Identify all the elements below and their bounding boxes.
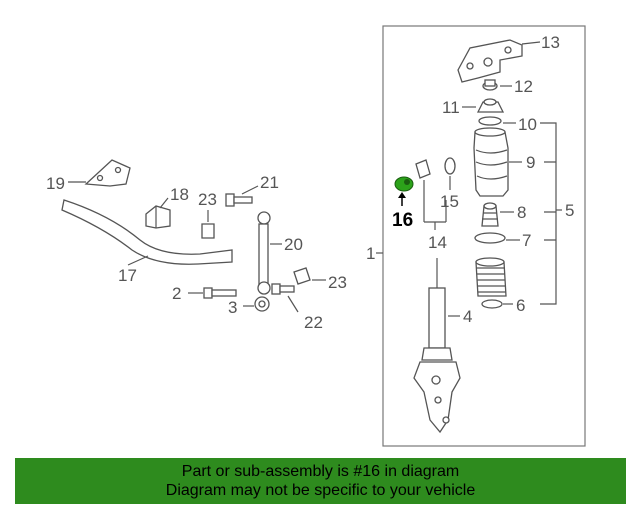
callout-19: 19: [46, 174, 65, 193]
bearing-part[interactable]: 11: [442, 98, 505, 117]
callout-15: 15: [440, 192, 459, 211]
callout-12: 12: [514, 77, 533, 96]
bracket-line-5: 5: [540, 122, 574, 305]
callout-17: 17: [118, 266, 137, 285]
bolt-part-21[interactable]: 21: [225, 173, 279, 207]
washer-part-15[interactable]: 15: [440, 157, 459, 211]
ring-part-6[interactable]: 6: [481, 296, 525, 315]
callout-1: 1: [366, 244, 375, 263]
callout-8: 8: [517, 203, 526, 222]
upper-mount-part[interactable]: 13: [457, 33, 560, 83]
nut-part-23-lower[interactable]: 23: [293, 267, 347, 292]
callout-5: 5: [565, 201, 574, 220]
banner-line-1: Part or sub-assembly is #16 in diagram: [181, 463, 460, 480]
nut-part-12[interactable]: 12: [482, 77, 533, 96]
callout-16: 16: [392, 210, 413, 231]
stabilizer-link-part[interactable]: 20: [257, 211, 303, 295]
callout-23-lower: 23: [328, 273, 347, 292]
callout-14: 14: [428, 233, 447, 252]
washer-part-3[interactable]: 3: [228, 296, 270, 317]
callout-10: 10: [518, 115, 537, 134]
nut-part-23-upper[interactable]: 23: [198, 190, 217, 239]
info-banner: Part or sub-assembly is #16 in diagram D…: [15, 458, 626, 504]
ring-part-10[interactable]: 10: [478, 115, 537, 134]
strut-part[interactable]: 4: [413, 258, 472, 434]
air-spring-part[interactable]: 9: [473, 127, 535, 197]
callout-13: 13: [541, 33, 560, 52]
bolt-part-2[interactable]: 2: [172, 284, 237, 303]
callout-2: 2: [172, 284, 181, 303]
callout-6: 6: [516, 296, 525, 315]
callout-22: 22: [304, 313, 323, 332]
stabilizer-bar-part[interactable]: 17: [61, 199, 233, 285]
callout-21: 21: [260, 173, 279, 192]
highlighted-bushing-part-16[interactable]: 16: [392, 176, 414, 231]
callout-7: 7: [522, 231, 531, 250]
mount-bracket-part[interactable]: 19: [46, 159, 131, 193]
bump-stop-part[interactable]: 8: [481, 202, 526, 227]
bolt-part-22[interactable]: 22: [271, 283, 323, 332]
callout-23-upper: 23: [198, 190, 217, 209]
callout-18: 18: [170, 185, 189, 204]
banner-line-2: Diagram may not be specific to your vehi…: [165, 482, 476, 499]
callout-4: 4: [463, 307, 472, 326]
strut-assembly-frame: [382, 25, 586, 447]
callout-20: 20: [284, 235, 303, 254]
parts-diagram: 13 12 11 10 9 8 7: [46, 25, 586, 447]
callout-3: 3: [228, 298, 237, 317]
dust-boot-part[interactable]: [475, 257, 507, 297]
bushing-part-14[interactable]: 14: [415, 159, 447, 252]
bar-bushing-part[interactable]: 18: [145, 185, 189, 229]
callout-9: 9: [526, 153, 535, 172]
callout-11: 11: [442, 98, 460, 117]
ring-part-7[interactable]: 7: [474, 231, 531, 250]
